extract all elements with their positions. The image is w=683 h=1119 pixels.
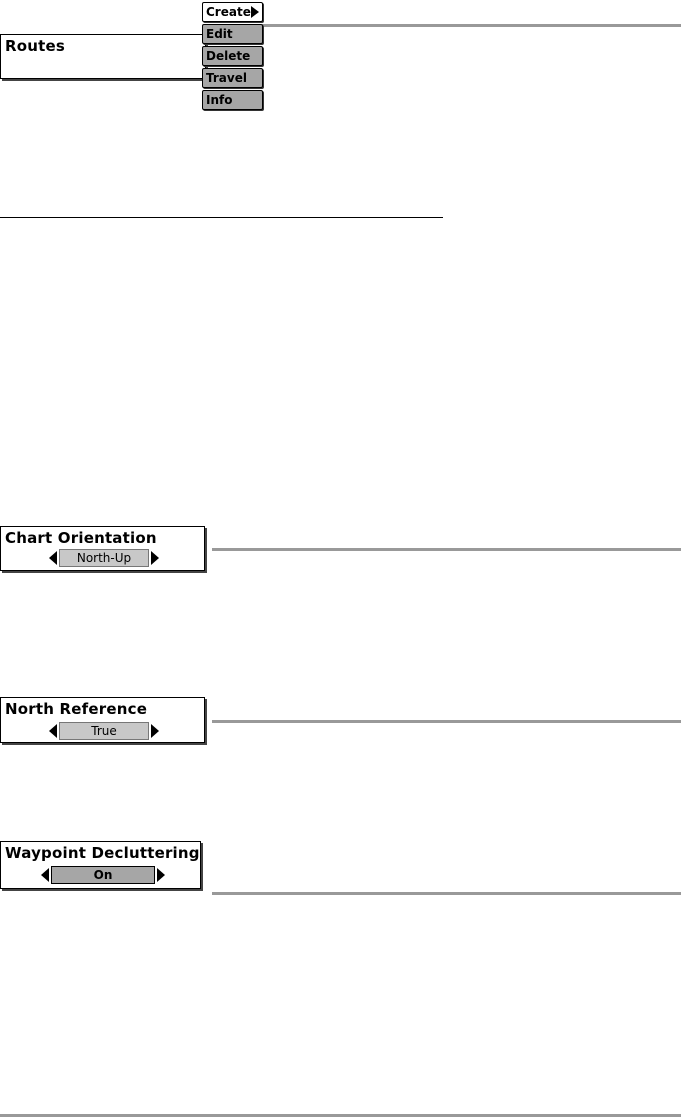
submenu-item-label: Delete (206, 49, 251, 63)
north-reference-leader-line (212, 720, 681, 723)
waypoint-decluttering-title: Waypoint Decluttering (5, 844, 200, 862)
waypoint-decluttering-value: On (51, 866, 155, 884)
chart-orientation-value: North-Up (59, 549, 149, 567)
submenu-item-label: Create (206, 5, 251, 19)
arrow-left-icon[interactable] (49, 551, 57, 565)
chart-orientation-selector[interactable]: North-Up (49, 549, 159, 567)
chart-orientation-leader-line (212, 548, 681, 551)
page-bottom-rule (0, 1114, 681, 1117)
submenu-item-label: Info (206, 93, 233, 107)
chart-orientation-title: Chart Orientation (5, 529, 157, 547)
routes-submenu: Create Edit Delete Travel Info (202, 2, 263, 112)
waypoint-decluttering-leader-line (212, 892, 681, 895)
submenu-item-travel[interactable]: Travel (202, 68, 263, 88)
arrow-left-icon[interactable] (49, 724, 57, 738)
submenu-item-info[interactable]: Info (202, 90, 263, 110)
submenu-item-delete[interactable]: Delete (202, 46, 263, 66)
section-divider (0, 217, 443, 218)
north-reference-title: North Reference (5, 700, 148, 718)
routes-leader-line (262, 24, 681, 27)
arrow-right-icon[interactable] (151, 724, 159, 738)
routes-title: Routes (5, 37, 66, 55)
routes-menu-box[interactable]: Routes (0, 34, 206, 79)
waypoint-decluttering-box[interactable]: Waypoint Decluttering On (0, 841, 201, 889)
submenu-item-label: Travel (206, 71, 247, 85)
arrow-right-icon[interactable] (151, 551, 159, 565)
north-reference-box[interactable]: North Reference True (0, 697, 205, 743)
submenu-arrow-right-icon (251, 6, 259, 18)
chart-orientation-box[interactable]: Chart Orientation North-Up (0, 526, 205, 571)
arrow-left-icon[interactable] (41, 868, 49, 882)
submenu-item-label: Edit (206, 27, 233, 41)
arrow-right-icon[interactable] (157, 868, 165, 882)
waypoint-decluttering-selector[interactable]: On (41, 866, 165, 884)
submenu-item-edit[interactable]: Edit (202, 24, 263, 44)
north-reference-value: True (59, 722, 149, 740)
north-reference-selector[interactable]: True (49, 722, 159, 740)
submenu-item-create[interactable]: Create (202, 2, 263, 22)
